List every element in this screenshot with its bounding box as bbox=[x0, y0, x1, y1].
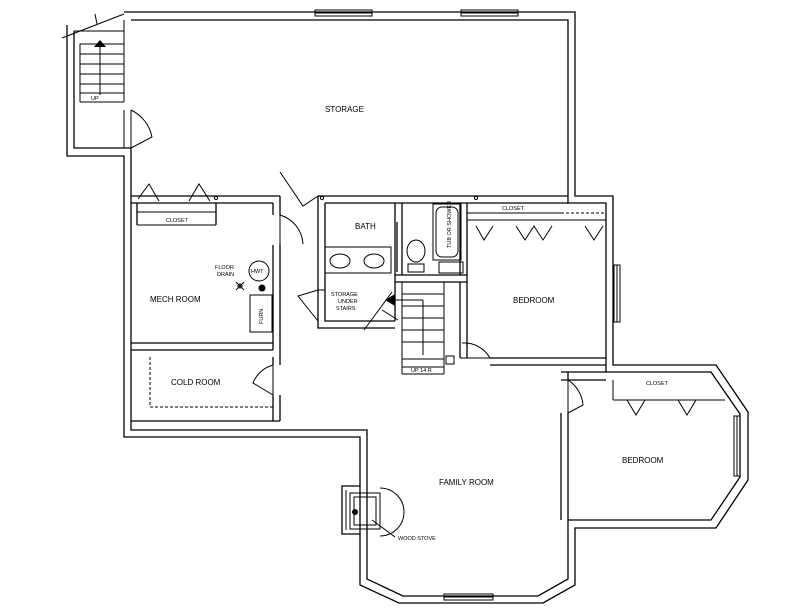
bath-fixtures: TUB OR SHOWER bbox=[324, 201, 464, 274]
closet-right: CLOSET bbox=[467, 206, 606, 241]
room-labels: STORAGE BATH MECH ROOM COLD ROOM BEDROOM… bbox=[150, 105, 664, 487]
water-heater-icon bbox=[248, 260, 270, 282]
closet-left: CLOSET bbox=[136, 183, 217, 226]
cold-room-shelving bbox=[149, 357, 273, 408]
furnace-icon bbox=[249, 294, 273, 333]
interior-stair: UP 14 R bbox=[363, 281, 455, 375]
storage-under-stairs-label-3: STAIRS bbox=[336, 306, 356, 312]
closet-right-label: CLOSET bbox=[502, 206, 525, 212]
furnace-label: FURN bbox=[259, 309, 265, 324]
storage-under-stairs-label-2: UNDER bbox=[338, 299, 358, 305]
exterior-stair: UP bbox=[61, 13, 125, 103]
closet-left-label: CLOSET bbox=[166, 218, 189, 224]
storage-label: STORAGE bbox=[325, 105, 364, 114]
sink-icon bbox=[329, 253, 351, 269]
family-room-label: FAMILY ROOM bbox=[439, 478, 494, 487]
wood-stove-label: WOOD STOVE bbox=[398, 536, 436, 542]
hwt-label: HWT bbox=[251, 269, 264, 275]
exterior-stair-label: UP bbox=[91, 96, 99, 102]
floor-drain-icon bbox=[235, 281, 245, 291]
bedroom-right-label: BEDROOM bbox=[513, 296, 555, 305]
mech-fixtures: HWT FURN FLOOR DRAIN bbox=[215, 260, 273, 333]
bath-label: BATH bbox=[355, 222, 376, 231]
toilet-icon bbox=[406, 239, 426, 263]
up-arrow-icon bbox=[94, 40, 106, 47]
exterior-walls bbox=[66, 11, 749, 604]
stair-arrow-icon bbox=[385, 294, 395, 306]
cold-room-label: COLD ROOM bbox=[171, 378, 221, 387]
exterior-door bbox=[123, 109, 153, 149]
windows bbox=[314, 9, 741, 601]
floor-drain-label-1: FLOOR bbox=[215, 265, 234, 271]
doors bbox=[213, 171, 584, 414]
interior-walls bbox=[131, 195, 606, 520]
mech-room-label: MECH ROOM bbox=[150, 295, 201, 304]
floor-drain-label-2: DRAIN bbox=[217, 272, 234, 278]
bedroom-lower-label: BEDROOM bbox=[622, 456, 664, 465]
tub-shower-label: TUB OR SHOWER bbox=[447, 201, 453, 248]
sink-icon bbox=[363, 253, 385, 269]
drain-fixture-icon bbox=[258, 284, 266, 292]
closet-lower: CLOSET bbox=[612, 380, 725, 416]
closet-lower-label: CLOSET bbox=[646, 381, 669, 387]
storage-under-stairs-label-1: STORAGE bbox=[331, 292, 358, 298]
wood-stove: WOOD STOVE bbox=[341, 485, 436, 542]
interior-stair-label: UP 14 R bbox=[411, 368, 432, 374]
